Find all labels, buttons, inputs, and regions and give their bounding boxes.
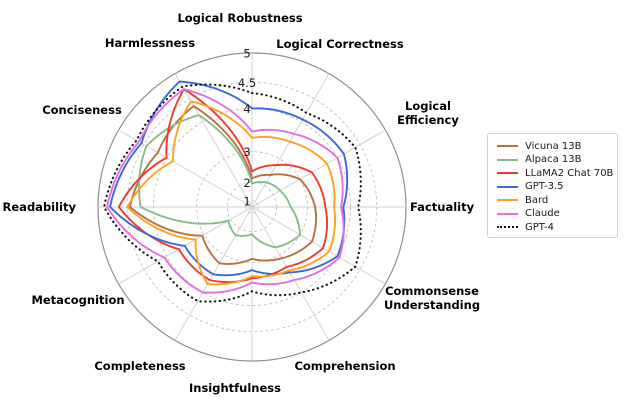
legend-item-alpaca-13b: Alpaca 13B (497, 154, 613, 166)
series-path-bard (126, 100, 337, 286)
series-path-gpt-3-5 (109, 80, 349, 277)
radial-tick-label-5: 5 (243, 47, 250, 61)
axis-label-logical-efficiency-line2: Efficiency (397, 113, 459, 127)
axis-label-metacognition: Metacognition (31, 293, 124, 307)
legend-item-vicuna-13b: Vicuna 13B (497, 140, 613, 152)
axis-label-harmlessness: Harmlessness (105, 36, 195, 50)
radial-tick-label-2: 2 (243, 176, 250, 190)
radial-tick-label-4.5: 4.5 (238, 76, 256, 90)
axis-label-insightfulness: Insightfulness (189, 381, 281, 395)
legend-label-gpt-4: GPT-4 (525, 221, 554, 233)
axis-spoke-logical-correctness (251, 73, 330, 208)
series-path-vicuna-13b (129, 105, 318, 265)
legend-item-llama2-chat-70b: LLaMA2 Chat 70B (497, 167, 613, 179)
axis-label-logical-efficiency-line1: Logical (405, 99, 451, 113)
legend-item-gpt-3-5: GPT-3.5 (497, 181, 613, 193)
legend-label-alpaca-13b: Alpaca 13B (525, 154, 582, 165)
series-path-llama2-chat-70b (117, 88, 329, 284)
axis-label-logical-correctness: Logical Correctness (276, 37, 404, 51)
legend-label-llama2-chat-70b: LLaMA2 Chat 70B (525, 167, 614, 179)
axis-spoke-logical-efficiency (251, 129, 386, 208)
legend-label-bard: Bard (525, 194, 549, 206)
axis-label-logical-robustness: Logical Robustness (177, 11, 302, 25)
series-path-alpaca-13b (138, 114, 301, 249)
radial-tick-label-3: 3 (243, 145, 250, 159)
axis-spoke-harmlessness (174, 73, 253, 208)
axis-label-comprehension: Comprehension (294, 359, 395, 373)
axis-spoke-commonsense-understanding (251, 206, 386, 285)
legend-swatch-bard (497, 199, 518, 201)
legend-item-bard: Bard (497, 194, 613, 206)
legend-item-gpt-4: GPT-4 (497, 221, 613, 233)
legend-label-vicuna-13b: Vicuna 13B (525, 140, 582, 152)
series-path-gpt-4 (103, 83, 362, 303)
legend-label-gpt-3-5: GPT-3.5 (525, 181, 564, 192)
axis-label-completeness: Completeness (94, 359, 185, 373)
legend-swatch-gpt-4 (497, 226, 518, 228)
legend-swatch-gpt-3-5 (497, 185, 518, 188)
legend: Vicuna 13B Alpaca 13B LLaMA2 Chat 70B GPT-3… (487, 133, 618, 238)
legend-item-claude: Claude (497, 208, 613, 220)
legend-swatch-alpaca-13b (497, 158, 518, 161)
axis-label-readability: Readability (3, 200, 77, 214)
series-path-claude (106, 88, 345, 294)
radial-tick-label-1: 1 (243, 194, 250, 208)
legend-label-claude: Claude (525, 208, 560, 219)
axis-label-commonsense-understanding-line1: Commonsense (385, 284, 479, 298)
legend-swatch-claude (497, 212, 518, 215)
legend-swatch-llama2-chat-70b (497, 172, 518, 174)
axis-spoke-comprehension (251, 206, 330, 341)
axis-label-factuality: Factuality (410, 200, 475, 214)
legend-swatch-vicuna-13b (497, 145, 518, 147)
axis-label-conciseness: Conciseness (42, 103, 122, 117)
axis-label-commonsense-understanding-line2: Understanding (384, 298, 480, 312)
radial-tick-label-4: 4 (243, 102, 250, 116)
